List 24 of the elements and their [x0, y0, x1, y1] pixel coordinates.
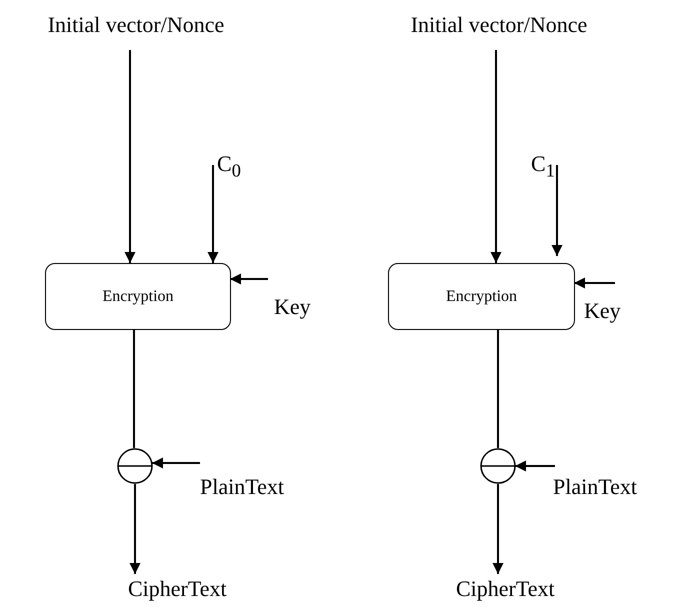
- arrow: [152, 458, 200, 468]
- node-label: Key: [584, 296, 644, 326]
- node-label: Initial vector/Nonce: [368, 10, 630, 40]
- encryption-block: Encryption: [45, 263, 231, 330]
- node-label: Key: [274, 292, 334, 322]
- arrow: [574, 278, 615, 288]
- arrow: [490, 50, 502, 263]
- node-label: PlainText: [200, 472, 330, 502]
- arrow: [492, 484, 504, 574]
- node-label: Initial vector/Nonce: [8, 10, 264, 40]
- xor-symbol: [117, 448, 153, 484]
- node-label: CipherText: [456, 574, 580, 604]
- node-label: C$_{0}$: [217, 150, 257, 182]
- arrow: [130, 484, 140, 574]
- node-label: CipherText: [128, 574, 252, 604]
- node-label: C$_{1}$: [531, 150, 571, 182]
- node-label: PlainText: [553, 472, 680, 502]
- arrow: [208, 165, 218, 263]
- arrow: [515, 460, 555, 472]
- encryption-block: Encryption: [388, 263, 575, 330]
- arrow: [230, 274, 268, 284]
- arrow: [552, 165, 562, 256]
- arrow: [124, 50, 136, 263]
- xor-symbol: [480, 448, 516, 484]
